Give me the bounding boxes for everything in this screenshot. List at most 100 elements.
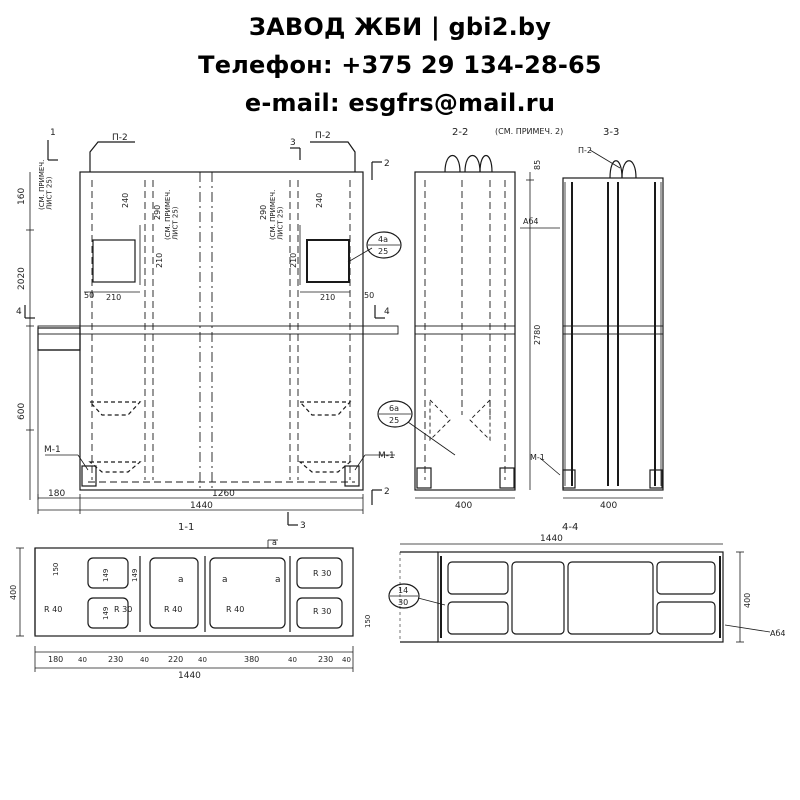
header-banner: ЗАВОД ЖБИ | gbi2.by Телефон: +375 29 134…	[0, 8, 800, 122]
front-embed-right	[344, 465, 360, 487]
section11-label-a2: а	[222, 575, 228, 585]
front-note-mid: (СМ. ПРИМЕЧ.ЛИСТ 25)	[164, 190, 180, 240]
section11-r40-2: R 40	[164, 605, 182, 614]
section33-mark-ab4: Аб4	[523, 217, 539, 226]
section11-dim-230-1: 230	[108, 655, 123, 664]
section11-dim-40-3: 40	[198, 656, 207, 664]
callout-4a-bottom: 25	[378, 247, 388, 256]
header-phone-line: Телефон: +375 29 134-28-65	[198, 51, 602, 79]
section11-label-a3: а	[275, 575, 281, 585]
section44-callout-top: 14	[398, 586, 408, 595]
section11-dim-149-b: 149	[102, 607, 110, 620]
front-mark-m1-right: М-1	[378, 451, 395, 461]
section-2-2	[377, 154, 534, 499]
dim-2020: 2020	[17, 267, 27, 290]
section11-r40-1: R 40	[44, 605, 62, 614]
section-3-3	[520, 149, 664, 499]
front-left-ledge	[37, 327, 81, 351]
section44-title: 4-4	[562, 522, 578, 533]
front-cut-2-top: 2	[384, 159, 390, 169]
dim-290-left: 290	[153, 205, 162, 220]
front-outline	[79, 171, 364, 491]
section11-dim-40-1: 40	[78, 656, 87, 664]
callout-6a-top: 6а	[389, 404, 399, 413]
section11-r30-3: R 30	[313, 607, 331, 616]
dim-1260: 1260	[212, 489, 235, 499]
front-opening-right	[306, 239, 350, 283]
callout-4a-top: 4а	[378, 235, 388, 244]
section33-title: 3-3	[603, 127, 619, 138]
front-cut-4-left: 4	[16, 307, 22, 317]
front-cut-2-bottom: 2	[384, 487, 390, 497]
header-email-line: e-mail: esgfrs@mail.ru	[244, 89, 556, 117]
dim-50-left: 50	[84, 291, 94, 300]
section11-title: 1-1	[178, 522, 194, 533]
section11-dim-400: 400	[9, 585, 18, 600]
front-embed-left	[81, 465, 97, 487]
section44-dim-1440: 1440	[540, 534, 563, 544]
front-horizontal-band	[37, 325, 399, 335]
front-mark-m1-left: М-1	[44, 445, 61, 455]
section11-cut-a: а	[272, 538, 277, 547]
section-4-4	[388, 543, 771, 643]
dim-210-left-v: 210	[155, 253, 164, 268]
section11-dim-180: 180	[48, 655, 63, 664]
front-opening-left	[92, 239, 136, 283]
dim-1440-front: 1440	[190, 501, 213, 511]
section11-dim-150-top: 150	[52, 563, 60, 576]
callout-6a-bubble	[377, 400, 413, 428]
dim-180: 180	[48, 489, 65, 499]
section44-callout-bottom: 30	[398, 598, 408, 607]
section11-dim-230-2: 230	[318, 655, 333, 664]
section11-dim-1440: 1440	[178, 671, 201, 681]
dim-210-left-h: 210	[106, 293, 121, 302]
section44-outline	[437, 551, 724, 643]
section22-title: 2-2	[452, 127, 468, 138]
section44-dim-400: 400	[743, 593, 752, 608]
section22-dim-85: 85	[533, 160, 542, 170]
front-note-right: (СМ. ПРИМЕЧ.ЛИСТ 25)	[269, 190, 285, 240]
callout-14-bubble	[388, 583, 420, 609]
dim-50-right: 50	[364, 291, 374, 300]
section11-outline	[34, 547, 354, 637]
callout-6a-bottom: 25	[389, 416, 399, 425]
section33-mark-m1: М-1	[530, 453, 545, 462]
section11-dim-220: 220	[168, 655, 183, 664]
section44-mark-ab4: Аб4	[770, 629, 786, 638]
dim-210-right-v: 210	[289, 253, 298, 268]
section11-dim-149-c: 149	[131, 569, 139, 582]
section22-outline	[414, 171, 516, 491]
section11-dim-149-a: 149	[102, 569, 110, 582]
front-cut-3-bottom: 3	[300, 521, 306, 531]
section33-dim-400: 400	[600, 501, 617, 511]
front-mark-p2-left: П-2	[112, 133, 128, 143]
dim-160: 160	[17, 188, 27, 205]
dim-600: 600	[17, 403, 27, 420]
dim-240-right: 240	[315, 193, 324, 208]
section11-label-a1: а	[178, 575, 184, 585]
section11-dim-40-2: 40	[140, 656, 149, 664]
dim-210-right-h: 210	[320, 293, 335, 302]
section11-r40-3: R 40	[226, 605, 244, 614]
section22-note: (СМ. ПРИМЕЧ. 2)	[495, 127, 563, 136]
front-cut-3: 3	[290, 138, 296, 148]
section11-dim-380: 380	[244, 655, 259, 664]
dim-290-right: 290	[259, 205, 268, 220]
section-1-1	[16, 539, 354, 672]
section11-r30-2: R 30	[313, 569, 331, 578]
section11-dim-150-bot: 150	[364, 615, 372, 628]
section11-dim-40-5: 40	[342, 656, 351, 664]
front-mark-p2-right: П-2	[315, 131, 331, 141]
dim-240-left: 240	[121, 193, 130, 208]
section33-mark-p2: П-2	[578, 146, 592, 155]
header-company-line: ЗАВОД ЖБИ | gbi2.by	[248, 13, 552, 41]
section22-dim-2780: 2780	[533, 325, 542, 345]
front-view	[24, 140, 402, 526]
front-section-mark-1: 1	[50, 128, 56, 138]
section11-r30-1: R 30	[114, 605, 132, 614]
front-note-left: (СМ. ПРИМЕЧ.ЛИСТ 25)	[38, 160, 54, 210]
section22-dim-400: 400	[455, 501, 472, 511]
callout-4a-bubble	[366, 231, 402, 259]
section11-dim-40-4: 40	[288, 656, 297, 664]
